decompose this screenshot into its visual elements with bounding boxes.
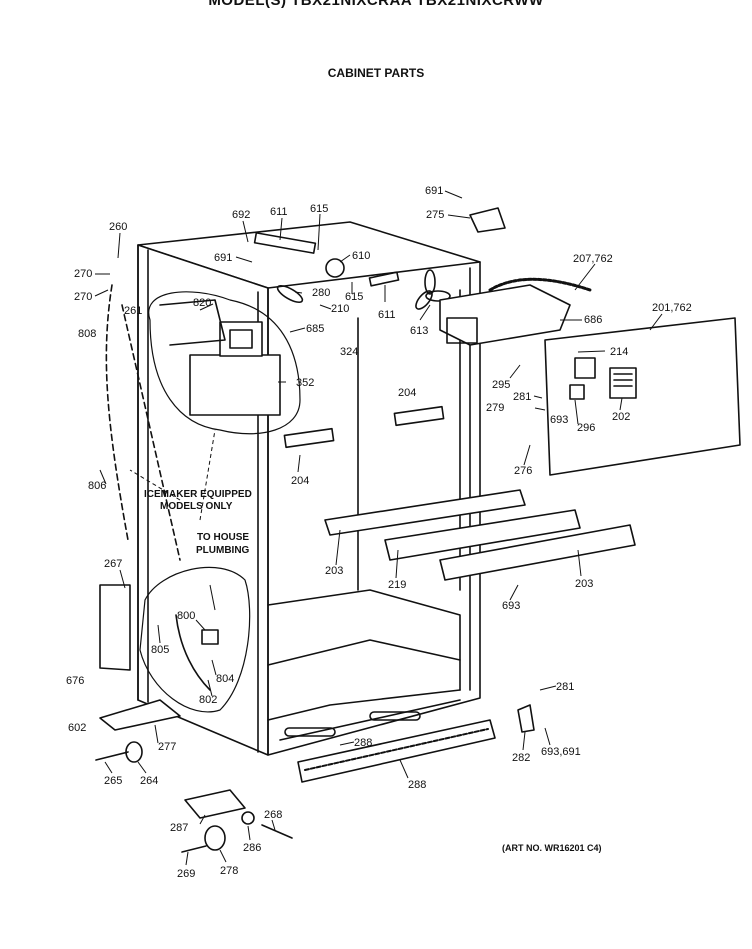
part-label: 693	[502, 600, 520, 612]
part-label: 692	[232, 209, 250, 221]
part-label: 203	[325, 565, 343, 577]
control-housing	[439, 284, 571, 346]
top-hinge	[469, 207, 506, 233]
part-label: 296	[577, 422, 595, 434]
part-label: 207,762	[573, 253, 613, 265]
part-label: 202	[612, 411, 630, 423]
plumbing-callout-outline	[139, 566, 251, 713]
art-number: (ART NO. WR16201 C4)	[502, 843, 602, 853]
part-label: 280	[312, 287, 330, 299]
top-cover-bracket	[253, 232, 317, 254]
part-label: 615	[345, 291, 363, 303]
part-label: 611	[378, 309, 396, 321]
part-label: 806	[88, 480, 106, 492]
part-label: 286	[243, 842, 261, 854]
water-line-dashed	[105, 284, 129, 541]
part-callouts: 691 275 692 611 615 260 691 610 207,762 …	[66, 185, 692, 880]
part-label: 281	[513, 391, 531, 403]
fan-blade	[415, 269, 451, 310]
part-label: 805	[151, 644, 169, 656]
part-label: 802	[199, 694, 217, 706]
roller-264	[125, 741, 143, 763]
part-label: 203	[575, 578, 593, 590]
side-plate-267	[99, 584, 131, 671]
part-label: 804	[216, 673, 234, 685]
part-label: 615	[310, 203, 328, 215]
mullion-rail-219	[384, 509, 581, 561]
part-label: 265	[104, 775, 122, 787]
roller-278	[204, 825, 226, 851]
icemaker-note-line2: MODELS ONLY	[160, 501, 233, 512]
part-label: 278	[220, 865, 238, 877]
part-label: 201,762	[652, 302, 692, 314]
part-label: 268	[264, 809, 282, 821]
plumbing-note-line1: TO HOUSE	[197, 532, 249, 543]
caster-bracket-287	[184, 789, 246, 819]
icemaker-lead-dashed	[121, 304, 181, 561]
wheel-286	[241, 811, 255, 825]
part-label: 610	[352, 250, 370, 262]
part-label: 288	[408, 779, 426, 791]
part-label: 800	[177, 610, 195, 622]
part-label: 277	[158, 741, 176, 753]
part-label: 281	[556, 681, 574, 693]
leader-lines	[94, 190, 663, 866]
mullion-rail-203b	[439, 524, 636, 581]
part-label: 279	[486, 402, 504, 414]
part-label: 691	[425, 185, 443, 197]
bracket-204-left	[283, 427, 335, 449]
part-label: 287	[170, 822, 188, 834]
water-valve	[201, 629, 219, 645]
icemaker-callout-outline	[148, 291, 301, 435]
mullion-rail-203	[324, 489, 526, 536]
icemaker-note-line1: ICEMAKER EQUIPPED	[144, 489, 252, 500]
part-label: 260	[109, 221, 127, 233]
base-rail-277	[99, 699, 181, 731]
plumbing-note-line2: PLUMBING	[196, 545, 250, 556]
part-label: 219	[388, 579, 406, 591]
part-label: 276	[514, 465, 532, 477]
part-label: 210	[331, 303, 349, 315]
part-label: 270	[74, 268, 92, 280]
part-label: 261	[124, 305, 142, 317]
model-title: MODEL(S) TBX21NIXCRAA TBX21NIXCRWW	[208, 0, 544, 9]
part-label: 204	[398, 387, 416, 399]
part-label: 275	[426, 209, 444, 221]
part-label: 214	[610, 346, 628, 358]
part-label: 204	[291, 475, 309, 487]
part-label: 685	[306, 323, 324, 335]
back-panel	[544, 317, 741, 476]
part-label: 264	[140, 775, 158, 787]
part-label: 613	[410, 325, 428, 337]
leveling-screw-265	[95, 751, 129, 761]
part-label: 693,691	[541, 746, 581, 758]
part-label: 691	[214, 252, 232, 264]
toe-grille	[297, 719, 496, 783]
part-label: 686	[584, 314, 602, 326]
icemaker-head	[219, 321, 263, 357]
part-label: 820	[193, 297, 211, 309]
part-label: 295	[492, 379, 510, 391]
icemaker-unit	[189, 354, 281, 416]
part-label: 611	[270, 206, 288, 218]
part-label: 676	[66, 675, 84, 687]
part-label: 267	[104, 558, 122, 570]
part-label: 352	[296, 377, 314, 389]
part-label: 808	[78, 328, 96, 340]
lower-hinge-282	[517, 704, 535, 733]
part-label: 288	[354, 737, 372, 749]
fan-motor	[325, 258, 345, 278]
part-label: 693	[550, 414, 568, 426]
part-label: 324	[340, 346, 358, 358]
part-label: 282	[512, 752, 530, 764]
bracket-204-right	[393, 405, 445, 427]
section-title: CABINET PARTS	[327, 66, 425, 80]
part-label: 602	[68, 722, 86, 734]
part-label: 270	[74, 291, 92, 303]
part-label: 269	[177, 868, 195, 880]
